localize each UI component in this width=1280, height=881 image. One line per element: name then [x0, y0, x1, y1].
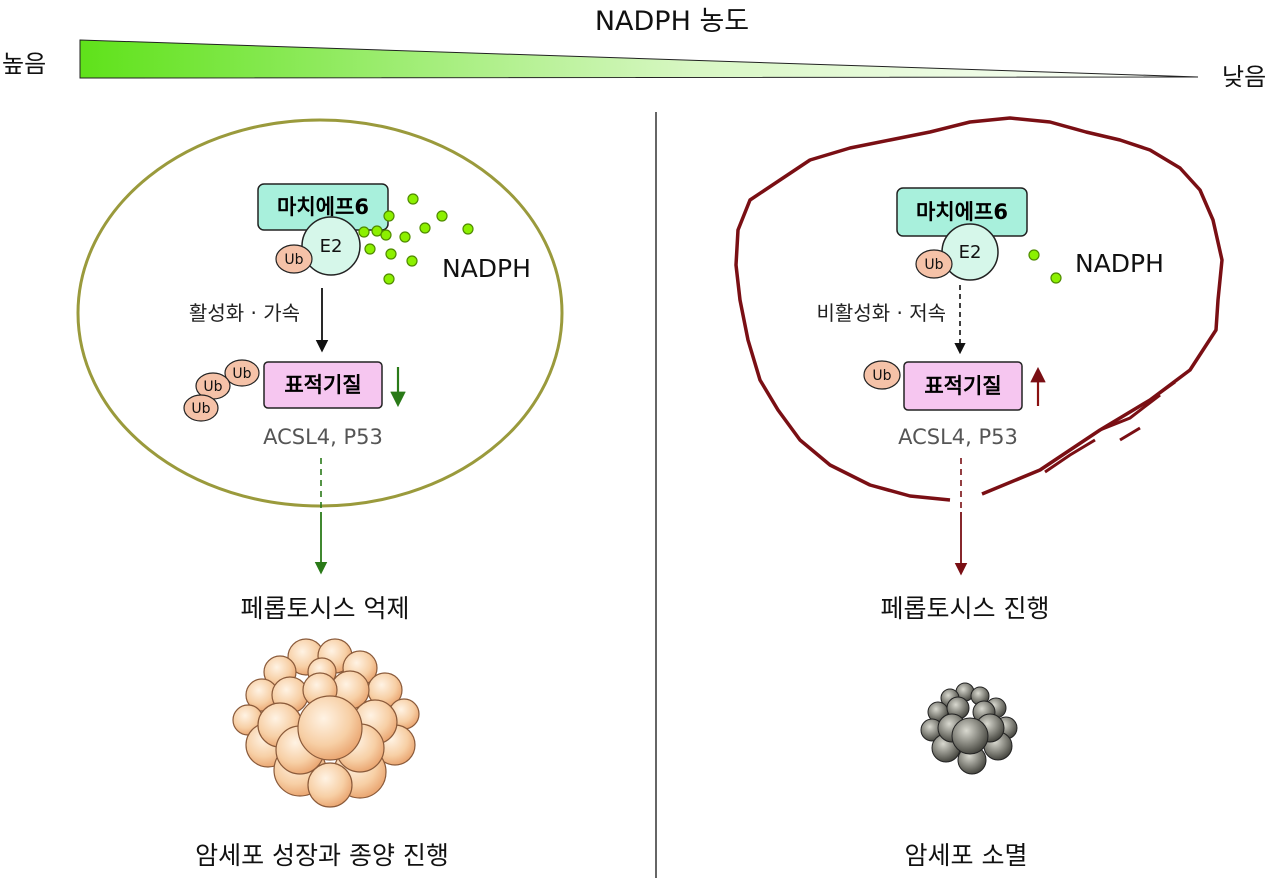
- right-substrate-names: ACSL4, P53: [898, 425, 1018, 449]
- right-substrate-box: [903, 361, 1023, 411]
- right-substrate-label: 표적기질: [924, 374, 1001, 398]
- left-cell-membrane: [76, 118, 564, 508]
- left-nadph-label: NADPH: [442, 254, 531, 283]
- left-outcome-label: 암세포 성장과 종양 진행: [195, 841, 449, 870]
- left-polyub-label-2: Ub: [203, 379, 222, 395]
- right-ub-single: [863, 360, 901, 390]
- dead-cell-cluster-icon: [920, 682, 1018, 775]
- right-ub-label: Ub: [924, 257, 943, 273]
- nadph-gradient-wedge: [79, 39, 1199, 79]
- left-polyub-label-1: Ub: [232, 366, 251, 382]
- left-poly-ub: [183, 359, 260, 422]
- gradient-title: NADPH 농도: [595, 6, 749, 37]
- left-substrate-label: 표적기질: [284, 373, 361, 397]
- left-substrate-box: [263, 361, 383, 409]
- left-e2-label: E2: [320, 236, 343, 257]
- left-arrow-label: 활성화 · 가속: [189, 301, 300, 325]
- left-ub-label: Ub: [284, 252, 303, 268]
- left-nadph-dots: [358, 193, 474, 285]
- right-nadph-label: NADPH: [1075, 249, 1164, 278]
- right-e3-label: 마치에프6: [916, 200, 1008, 224]
- right-arrow-label: 비활성화 · 저속: [817, 301, 946, 325]
- left-e3-label: 마치에프6: [277, 195, 369, 219]
- right-result-label: 페롭토시스 진행: [881, 594, 1050, 623]
- live-cell-cluster-icon: [232, 638, 420, 808]
- left-polyub-label-3: Ub: [191, 401, 210, 417]
- gradient-high-label: 높음: [2, 50, 46, 78]
- right-single-ub-label: Ub: [872, 368, 891, 384]
- right-membrane-fragments: [1044, 380, 1176, 474]
- right-nadph-dots: [1028, 249, 1062, 284]
- right-e2-label: E2: [959, 242, 982, 263]
- right-ub-on-e2: [915, 249, 953, 279]
- left-substrate-names: ACSL4, P53: [263, 425, 383, 449]
- right-ruptured-membrane: [734, 116, 1224, 502]
- left-ub-on-e2: [275, 244, 313, 274]
- gradient-low-label: 낮음: [1222, 63, 1266, 91]
- left-result-label: 페롭토시스 억제: [241, 594, 410, 623]
- right-outcome-label: 암세포 소멸: [905, 841, 1028, 870]
